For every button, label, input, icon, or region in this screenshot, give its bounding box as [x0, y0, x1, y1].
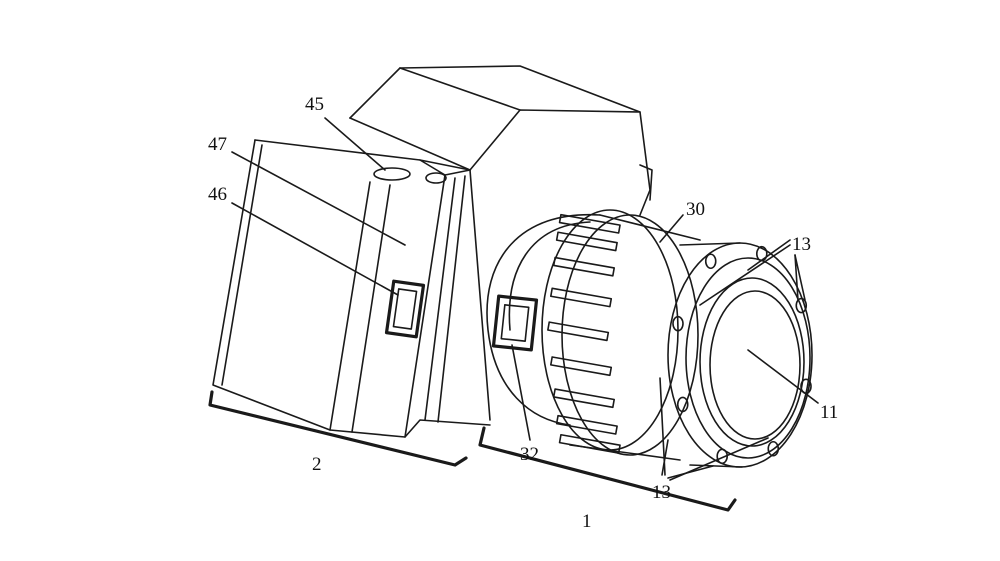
label-47: 47: [208, 134, 227, 155]
button-46: [384, 279, 426, 339]
grip-rib: [558, 213, 621, 234]
bolt-hole-13: [672, 315, 684, 332]
grip-rib: [552, 388, 615, 409]
button-32: [491, 294, 539, 352]
lens-front: [667, 242, 813, 468]
lens-glass-11: [699, 277, 805, 447]
label-1: 1: [582, 511, 592, 532]
bracket-2: [208, 390, 468, 467]
leader-lines: [231, 117, 819, 481]
bolt-hole-13: [676, 396, 689, 413]
grip-rib: [555, 414, 618, 435]
label-45: 45: [305, 94, 324, 115]
label-13-bottom: 13: [652, 482, 671, 503]
grip-rib: [549, 287, 613, 308]
grip-rib: [558, 433, 621, 454]
label-30: 30: [686, 199, 705, 220]
bracket-1: [478, 426, 737, 512]
grip-rib: [547, 321, 610, 342]
label-2: 2: [312, 454, 322, 475]
prism-housing: [349, 65, 653, 421]
label-46: 46: [208, 184, 227, 205]
grip-rib: [549, 356, 613, 377]
grip-rib: [555, 231, 618, 252]
camera-body: [212, 139, 491, 438]
focus-ring-30: [541, 209, 701, 461]
label-32: 32: [520, 444, 539, 465]
bolt-hole-13: [795, 297, 808, 314]
grip-rib: [552, 256, 616, 277]
bolt-hole-13: [704, 253, 717, 270]
label-13-top: 13: [792, 234, 811, 255]
label-11: 11: [820, 402, 838, 423]
bolt-hole-13: [767, 440, 780, 457]
